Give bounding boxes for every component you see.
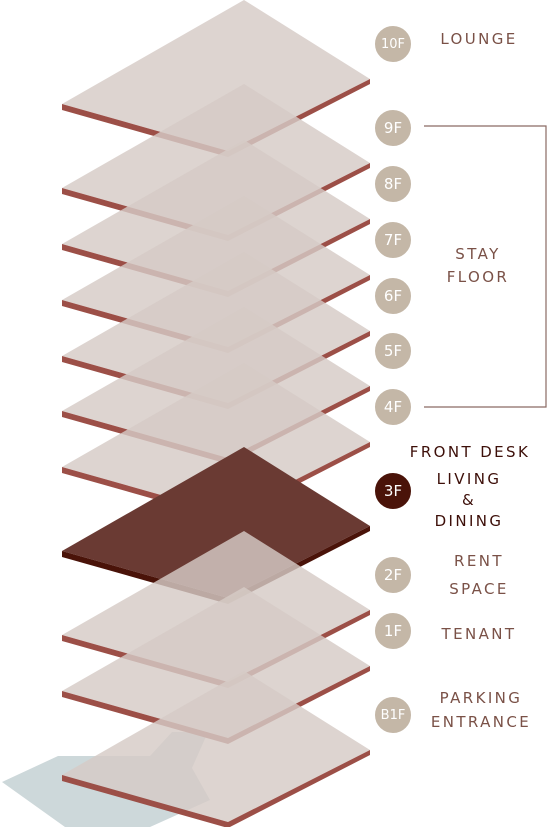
floor-plate [62,587,370,744]
label-front-desk: FRONT DESK [409,443,531,461]
floor-badge-1f: 1F [373,611,413,651]
floor-badge-6f: 6F [373,276,413,316]
floor-plate [62,447,370,604]
label-stay-floor: STAY FLOOR [446,245,510,286]
floor-plate-top [62,363,370,514]
plate-layer [62,0,370,827]
label-living-dining: LIVING & DINING [434,470,504,530]
floor-plate-top [62,587,370,738]
label-parking-entrance: PARKING ENTRANCE [430,689,532,731]
floor-plate-top [62,671,370,822]
floor-badge-4f: 4F [373,387,413,427]
floor-plate [62,0,370,157]
floor-badge-3f: 3F [373,471,413,511]
floor-badge-2f: 2F [373,555,413,595]
floor-plate-top [62,447,370,598]
label-rent-space: RENT SPACE [449,552,509,598]
floor-badge-7f: 7F [373,220,413,260]
floor-plate [62,671,370,827]
label-lounge: LOUNGE [440,30,518,48]
floor-plate-top [62,0,370,151]
floor-plate [62,363,370,520]
label-tenant: TENANT [441,625,517,643]
stay-floor-bracket [424,125,547,408]
floor-badge-9f: 9F [373,108,413,148]
floor-badge-8f: 8F [373,164,413,204]
floor-badge-10f: 10F [373,24,413,64]
floor-badge-b1f: B1F [373,695,413,735]
floor-badge-5f: 5F [373,331,413,371]
